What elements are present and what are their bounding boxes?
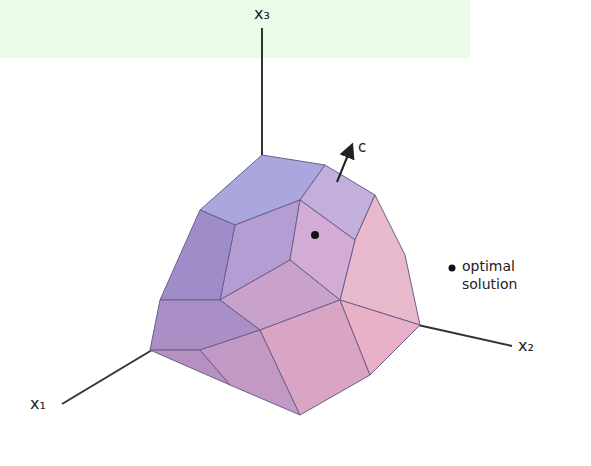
x1-axis bbox=[62, 350, 152, 404]
vector-label: c bbox=[358, 140, 366, 155]
polytope bbox=[150, 155, 420, 415]
axis-label: x₂ bbox=[518, 338, 534, 354]
objective-arrow bbox=[337, 150, 350, 182]
background-band bbox=[0, 0, 470, 58]
x2-axis bbox=[418, 325, 512, 346]
legend-dot bbox=[449, 265, 456, 272]
x3-axis bbox=[261, 28, 263, 160]
legend-text: optimal solution bbox=[462, 258, 552, 293]
face bbox=[160, 210, 235, 300]
face bbox=[340, 300, 420, 375]
optimal-point bbox=[311, 231, 319, 239]
axis-label: x₁ bbox=[30, 396, 46, 412]
axis-label: x₃ bbox=[254, 6, 270, 22]
